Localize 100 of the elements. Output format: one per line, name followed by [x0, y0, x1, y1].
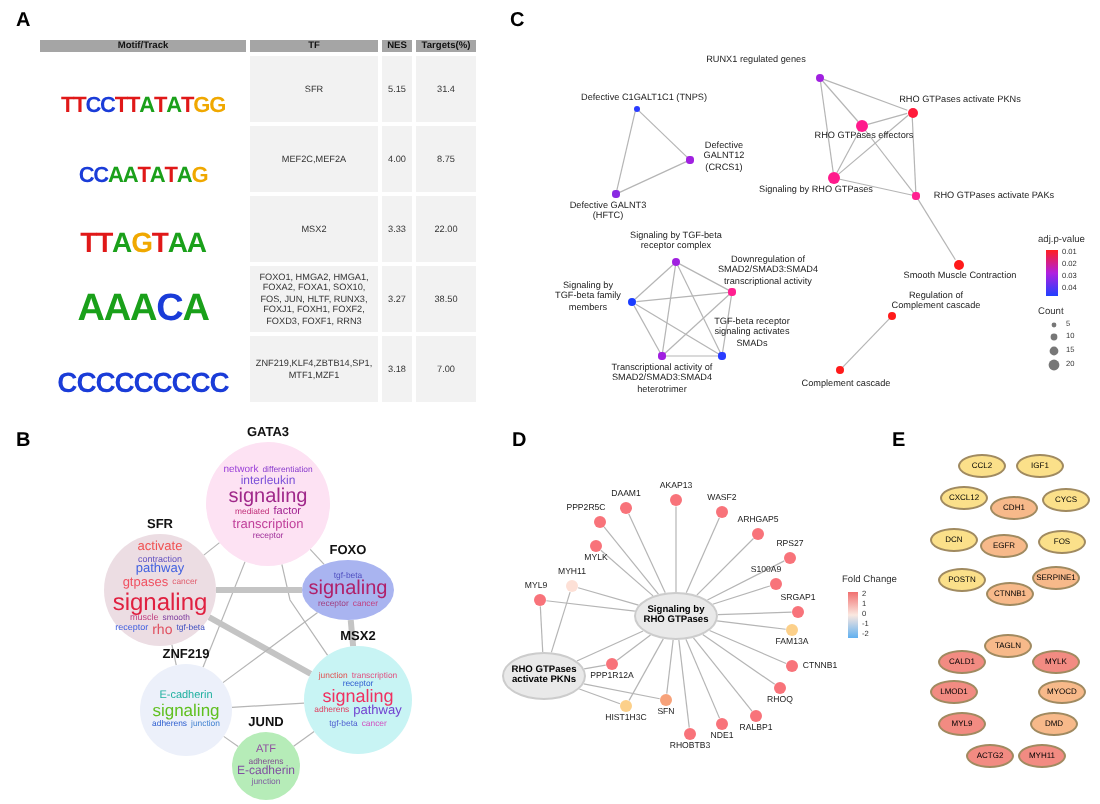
network-edge [578, 688, 621, 705]
network-edge [661, 265, 676, 354]
panel-letter: B [16, 432, 31, 452]
network-node [783, 551, 797, 565]
network-edge [628, 513, 666, 594]
network-edge [635, 291, 730, 303]
word-cloud-term: signaling [152, 702, 220, 720]
network-edge [616, 634, 652, 661]
network-node [816, 74, 824, 82]
network-node [785, 659, 799, 673]
network-edge [583, 683, 661, 700]
dna-motif-letters: CCAATATAG [76, 161, 210, 192]
panel-letter: D [512, 432, 527, 452]
panel-letter: A [16, 12, 31, 32]
network-node [953, 259, 963, 269]
network-edge [207, 614, 313, 677]
network-edge [666, 639, 674, 695]
network-edge [721, 294, 733, 354]
network-edge [716, 620, 787, 630]
network-node [565, 579, 579, 593]
network-node [659, 693, 673, 707]
network-node [715, 505, 729, 519]
network-node [791, 605, 805, 619]
network-edge [675, 505, 677, 593]
network-edge [634, 264, 674, 300]
network-edge [696, 537, 755, 596]
network-node [912, 192, 920, 200]
network-node [619, 501, 633, 515]
network-edge [678, 639, 690, 729]
network-edge [712, 585, 771, 605]
network-edge [678, 263, 730, 291]
network-edge [911, 116, 917, 194]
network-edge [583, 664, 607, 670]
network-node [605, 657, 619, 671]
network-edge [347, 619, 357, 647]
network-node [686, 156, 694, 164]
dna-motif-letters: TTAGTAA [78, 224, 208, 262]
network-edge [550, 591, 571, 653]
network-edge [677, 265, 722, 354]
network-edge [664, 355, 720, 357]
network-node [669, 493, 683, 507]
network-node [672, 258, 680, 266]
network-node [718, 352, 726, 360]
network-node [773, 681, 787, 695]
network-node [888, 312, 896, 320]
network-edge [223, 735, 239, 748]
network-edge [293, 730, 315, 747]
network-node [715, 717, 729, 731]
network-node [633, 105, 639, 111]
network-edge [842, 318, 890, 368]
network-edge [633, 305, 661, 354]
network-edge [706, 560, 785, 601]
network-node [593, 515, 607, 529]
network-edge [663, 293, 731, 355]
network-edge [203, 542, 221, 556]
network-node [769, 577, 783, 591]
network-node [785, 623, 799, 637]
panel-letter: C [510, 12, 525, 32]
network-edge [717, 611, 793, 616]
network-edge [231, 702, 305, 708]
network-edge [603, 526, 659, 595]
network-edge [838, 114, 909, 175]
network-node [612, 190, 620, 198]
network-node [619, 699, 633, 713]
network-edge [171, 644, 177, 666]
network-node [728, 288, 736, 296]
word-cloud-term: signaling [308, 580, 388, 600]
network-node [751, 527, 765, 541]
word-cloud-term: signaling [228, 488, 308, 509]
network-edge [692, 637, 753, 712]
network-edge [865, 130, 915, 194]
network-node [683, 727, 697, 741]
network-edge [281, 563, 329, 656]
network-edge [576, 630, 644, 662]
dna-motif-letters: AAACA [75, 285, 211, 332]
network-edge [708, 629, 787, 665]
network-edge [685, 517, 720, 594]
network-node [533, 593, 547, 607]
network-node [749, 709, 763, 723]
network-edge [635, 303, 720, 355]
network-node [907, 107, 917, 117]
dna-motif-letters: TTCCTTATATGG [58, 91, 228, 122]
network-edge [309, 548, 325, 565]
network-edge [823, 78, 908, 111]
network-edge [836, 130, 860, 174]
network-edge [545, 600, 636, 612]
network-edge [867, 112, 908, 125]
network-edge [618, 160, 688, 194]
network-node [627, 297, 637, 307]
network-edge [216, 587, 302, 593]
network-edge [839, 178, 914, 196]
panel-letter: E [892, 432, 906, 452]
network-edge [202, 561, 246, 668]
network-edge [637, 109, 689, 159]
network-edge [822, 80, 859, 123]
network-node [828, 172, 840, 184]
network-edge [917, 198, 956, 261]
network-edge [600, 549, 654, 597]
network-node [589, 539, 603, 553]
network-node [836, 366, 844, 374]
